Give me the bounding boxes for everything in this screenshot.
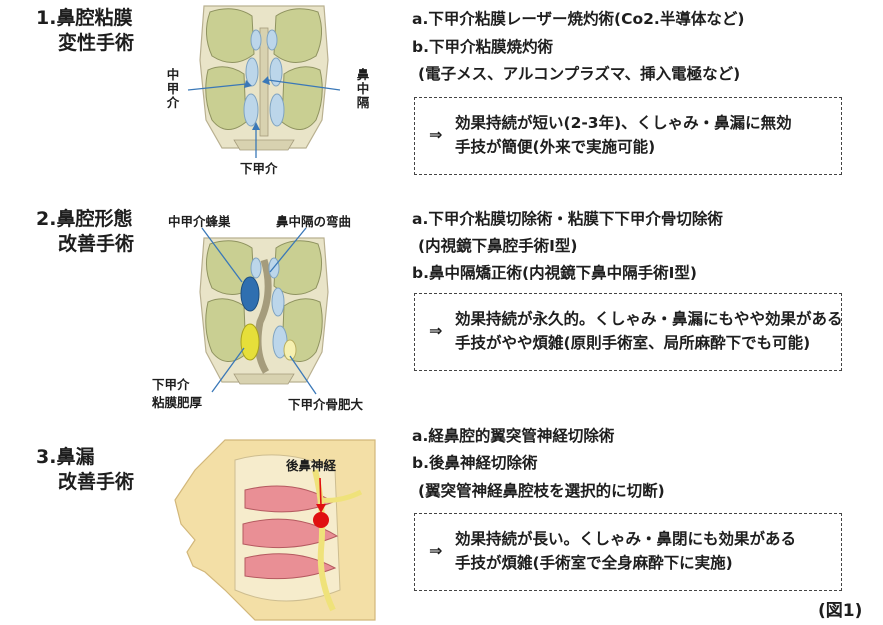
section-2-title-line2: 改善手術 xyxy=(36,232,134,257)
section-3-title: 3.鼻漏 改善手術 xyxy=(36,445,134,495)
section-1-line-a: a.下甲介粘膜レーザー焼灼術(Co2.半導体など) xyxy=(412,9,744,30)
section-2-summary-box: ⇒ 効果持続が永久的。くしゃみ・鼻漏にもやや効果がある 手技がやや煩雑(原則手術… xyxy=(414,293,842,371)
section-2-summary-line-2: 手技がやや煩雑(原則手術室、局所麻酔下でも可能) xyxy=(455,332,810,354)
label-middle-turbinate: 中甲介 xyxy=(166,68,180,110)
section-2-summary-line-1: 効果持続が永久的。くしゃみ・鼻漏にもやや効果がある xyxy=(455,308,843,330)
section-2-title: 2.鼻腔形態 改善手術 xyxy=(36,207,134,257)
nasal-coronal-diagram-1 xyxy=(194,0,334,158)
section-3-summary-line-2: 手技が煩雑(手術室で全身麻酔下に実施) xyxy=(455,552,733,574)
section-3-title-line2: 改善手術 xyxy=(36,470,134,495)
arrow-icon: ⇒ xyxy=(429,321,442,340)
section-1-summary-line-2: 手技が簡便(外来で実施可能) xyxy=(455,136,655,158)
nasal-coronal-diagram-2 xyxy=(194,232,334,392)
section-1-title-line2: 変性手術 xyxy=(36,31,134,56)
section-1-title-line1: 1.鼻腔粘膜 xyxy=(36,7,132,29)
figure-label: (図1) xyxy=(818,596,862,621)
section-3-summary-line-1: 効果持続が長い。くしゃみ・鼻閉にも効果がある xyxy=(455,528,796,550)
section-2-line-b: b.鼻中隔矯正術(内視鏡下鼻中隔手術I型) xyxy=(412,263,697,284)
section-3-line-b-detail: (翼突管神経鼻腔枝を選択的に切断) xyxy=(418,481,665,502)
label-inferior-turbinate: 下甲介 xyxy=(240,161,278,176)
arrow-icon: ⇒ xyxy=(429,125,442,144)
section-2-title-line1: 2.鼻腔形態 xyxy=(36,208,132,230)
section-3-line-a: a.経鼻腔的翼突管神経切除術 xyxy=(412,426,614,447)
section-1-title: 1.鼻腔粘膜 変性手術 xyxy=(36,6,134,56)
section-3-summary-box: ⇒ 効果持続が長い。くしゃみ・鼻閉にも効果がある 手技が煩雑(手術室で全身麻酔下… xyxy=(414,513,842,591)
label-nasal-septum: 鼻中隔 xyxy=(356,68,370,110)
section-3-title-line1: 3.鼻漏 xyxy=(36,446,94,468)
section-2-line-a: a.下甲介粘膜切除術・粘膜下下甲介骨切除術 xyxy=(412,209,723,230)
arrow-icon: ⇒ xyxy=(429,541,442,560)
label-turbinate-line1: 下甲介 xyxy=(152,377,190,392)
section-3-line-b: b.後鼻神経切除術 xyxy=(412,453,537,474)
section-1-summary-line-1: 効果持続が短い(2-3年)、くしゃみ・鼻漏に無効 xyxy=(455,112,792,134)
section-1-line-b: b.下甲介粘膜焼灼術 xyxy=(412,37,553,58)
label-posterior-nasal-nerve: 後鼻神経 xyxy=(286,458,336,473)
section-2-line-a-detail: (内視鏡下鼻腔手術I型) xyxy=(418,236,577,257)
label-turbinate-bone-hypertrophy: 下甲介骨肥大 xyxy=(288,397,363,412)
section-1-summary-box: ⇒ 効果持続が短い(2-3年)、くしゃみ・鼻漏に無効 手技が簡便(外来で実施可能… xyxy=(414,97,842,175)
section-1-line-b-detail: (電子メス、アルコンプラズマ、挿入電極など) xyxy=(418,64,740,85)
label-concha-bullosa: 中甲介蜂巣 xyxy=(168,214,231,229)
label-septal-deviation: 鼻中隔の弯曲 xyxy=(276,214,351,229)
nasal-sagittal-diagram xyxy=(165,440,375,620)
label-mucosal-hypertrophy: 粘膜肥厚 xyxy=(152,395,202,410)
